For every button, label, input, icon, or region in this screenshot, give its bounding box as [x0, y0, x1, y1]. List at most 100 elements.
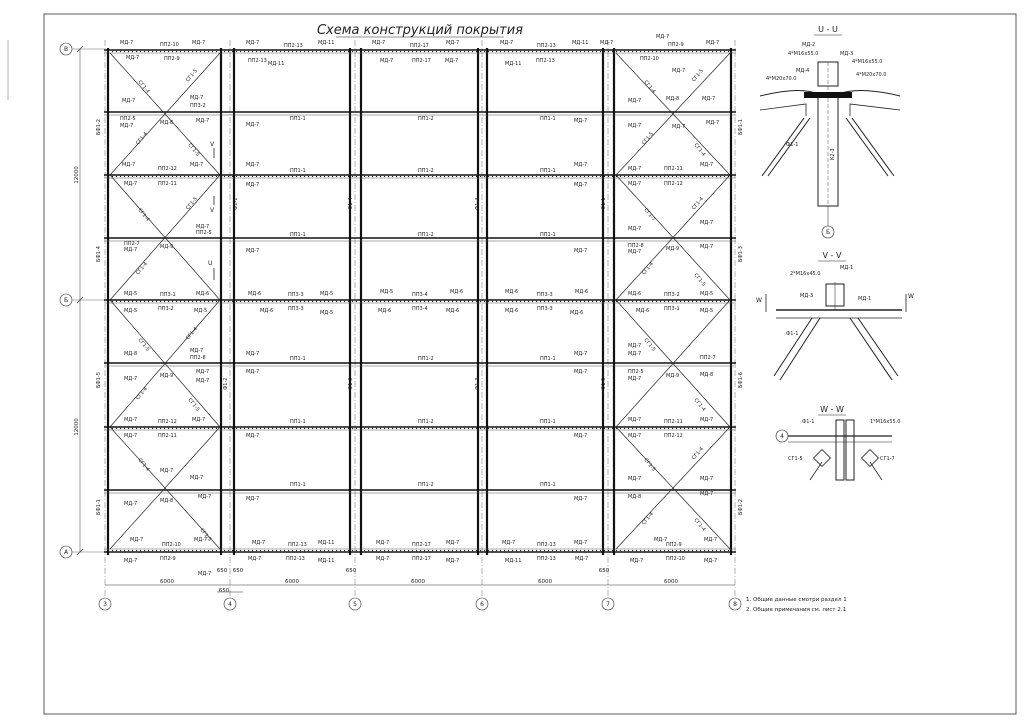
- element-label: ПП2-11: [158, 181, 177, 187]
- element-label: ПП3-2: [664, 292, 680, 298]
- element-label: МД-7: [574, 351, 587, 357]
- purlin-inner-lines: [104, 52, 736, 550]
- element-label: МД-11: [268, 61, 284, 67]
- element-label: БФ1-5: [96, 372, 102, 388]
- element-label: МД-7: [246, 433, 259, 439]
- element-label: ПП2-8: [190, 355, 206, 361]
- dim-gap: 650: [217, 568, 228, 574]
- element-label: МД-5: [194, 308, 207, 314]
- element-label: МД-7: [700, 244, 713, 250]
- element-label: МД-7: [190, 348, 203, 354]
- element-label: ПП2-13: [284, 43, 303, 49]
- element-label: МД-9: [666, 246, 679, 252]
- element-label: СГ1-5: [185, 196, 199, 211]
- element-label: МД-6: [570, 310, 583, 316]
- element-label: МД-7: [196, 378, 209, 384]
- element-label: МД-7: [246, 122, 259, 128]
- element-label: МД-7: [120, 123, 133, 129]
- col-axis-marker: [601, 597, 615, 611]
- element-label: МД-5: [124, 308, 137, 314]
- element-label: МД-7: [672, 124, 685, 130]
- element-label: МД-7: [628, 433, 641, 439]
- element-label: ПП2-5: [196, 230, 212, 236]
- element-label: БФ1-1: [96, 499, 102, 515]
- col-axis-label: 6: [480, 601, 484, 608]
- element-label: МД-7: [124, 558, 137, 564]
- section-title: W - W: [820, 405, 844, 414]
- detail-label: 1*М16х55.0: [870, 419, 900, 425]
- element-label: МД-7: [190, 162, 203, 168]
- element-label: МД-7: [124, 417, 137, 423]
- element-label: ПП2-9: [666, 542, 682, 548]
- element-label: МД-7: [574, 182, 587, 188]
- element-label: МД-5: [124, 291, 137, 297]
- element-label: МД-7: [706, 120, 719, 126]
- element-label: МД-7: [246, 40, 259, 46]
- element-label: МД-7: [122, 162, 135, 168]
- dim-span: 6000: [285, 579, 299, 585]
- section-axis-label: Б: [826, 229, 830, 236]
- detail-label: К2-3: [830, 148, 836, 160]
- element-label: МД-7: [376, 556, 389, 562]
- element-label: МД-8: [628, 494, 641, 500]
- element-label: ПП2-13: [248, 58, 267, 64]
- col-axis-marker: [348, 597, 362, 611]
- sheet-frame: [43, 13, 1017, 715]
- bracing-right: [615, 52, 731, 550]
- element-label: СГ1-5: [186, 142, 200, 157]
- detail-label: 4*М20х70.0: [856, 72, 886, 78]
- element-label: СГ1-4: [185, 326, 199, 341]
- element-label: МД-7: [628, 123, 641, 129]
- col-axis-marker: [475, 597, 489, 611]
- element-label: МД-7: [198, 494, 211, 500]
- element-label: ПП1-1: [540, 232, 556, 238]
- element-label: СГ1-5: [136, 337, 150, 352]
- element-label: ПП1-1: [540, 168, 556, 174]
- element-label: ПП2-5: [628, 369, 644, 375]
- element-label: СГ1-4: [641, 261, 655, 276]
- dim-span: 6000: [664, 579, 678, 585]
- element-label: МД-7: [600, 40, 613, 46]
- element-label: ПП2-11: [664, 419, 683, 425]
- element-label: ПП2-10: [666, 556, 685, 562]
- element-label: МД-7: [704, 558, 717, 564]
- element-label: ПП2-11: [664, 166, 683, 172]
- element-label: ПП2-12: [158, 166, 177, 172]
- element-label: МД-7: [246, 369, 259, 375]
- element-label: ПП3-3: [537, 292, 553, 298]
- element-label: МД-7: [198, 571, 211, 577]
- element-label: СГ1-4: [642, 79, 656, 94]
- col-axis-label: 5: [353, 601, 357, 608]
- dim-span: 6000: [538, 579, 552, 585]
- element-label: МД-7: [574, 369, 587, 375]
- element-label: ПП2-17: [412, 556, 431, 562]
- element-label: СГ1-5: [185, 68, 199, 83]
- element-label: БФ1-3: [738, 246, 744, 262]
- element-label: ПП2-8: [628, 243, 644, 249]
- element-label: ПП3-2: [158, 306, 174, 312]
- element-label: МД-7: [160, 468, 173, 474]
- element-label: МД-7: [672, 68, 685, 74]
- element-label: МД-8: [124, 351, 137, 357]
- element-label: СГ1-7: [642, 207, 656, 222]
- element-label: БФ1-4: [96, 246, 102, 262]
- element-label: МД-7: [130, 537, 143, 543]
- element-label: МД-11: [318, 540, 334, 546]
- element-label: МД-7: [628, 351, 641, 357]
- plan-labels: МД-7 ПП2-10 МД-7 МД-7 ПП2-13 МД-11 МД-7 …: [96, 34, 744, 577]
- element-label: МД-7: [706, 40, 719, 46]
- element-label: МД-7: [124, 247, 137, 253]
- element-label: МД-7: [700, 491, 713, 497]
- element-label: МД-7: [628, 343, 641, 349]
- element-label: МД-7: [628, 166, 641, 172]
- element-label: ПП2-13: [288, 542, 307, 548]
- element-label: ПП1-2: [418, 168, 434, 174]
- element-label: МД-7: [628, 98, 641, 104]
- element-label: ПП3-4: [412, 292, 428, 298]
- element-label: МД-7: [196, 118, 209, 124]
- element-label: МД-5: [380, 289, 393, 295]
- element-label: МД-7: [372, 40, 385, 46]
- element-label: ПП2-17: [412, 542, 431, 548]
- element-label: МД-7: [246, 182, 259, 188]
- section-title: V - V: [823, 251, 842, 260]
